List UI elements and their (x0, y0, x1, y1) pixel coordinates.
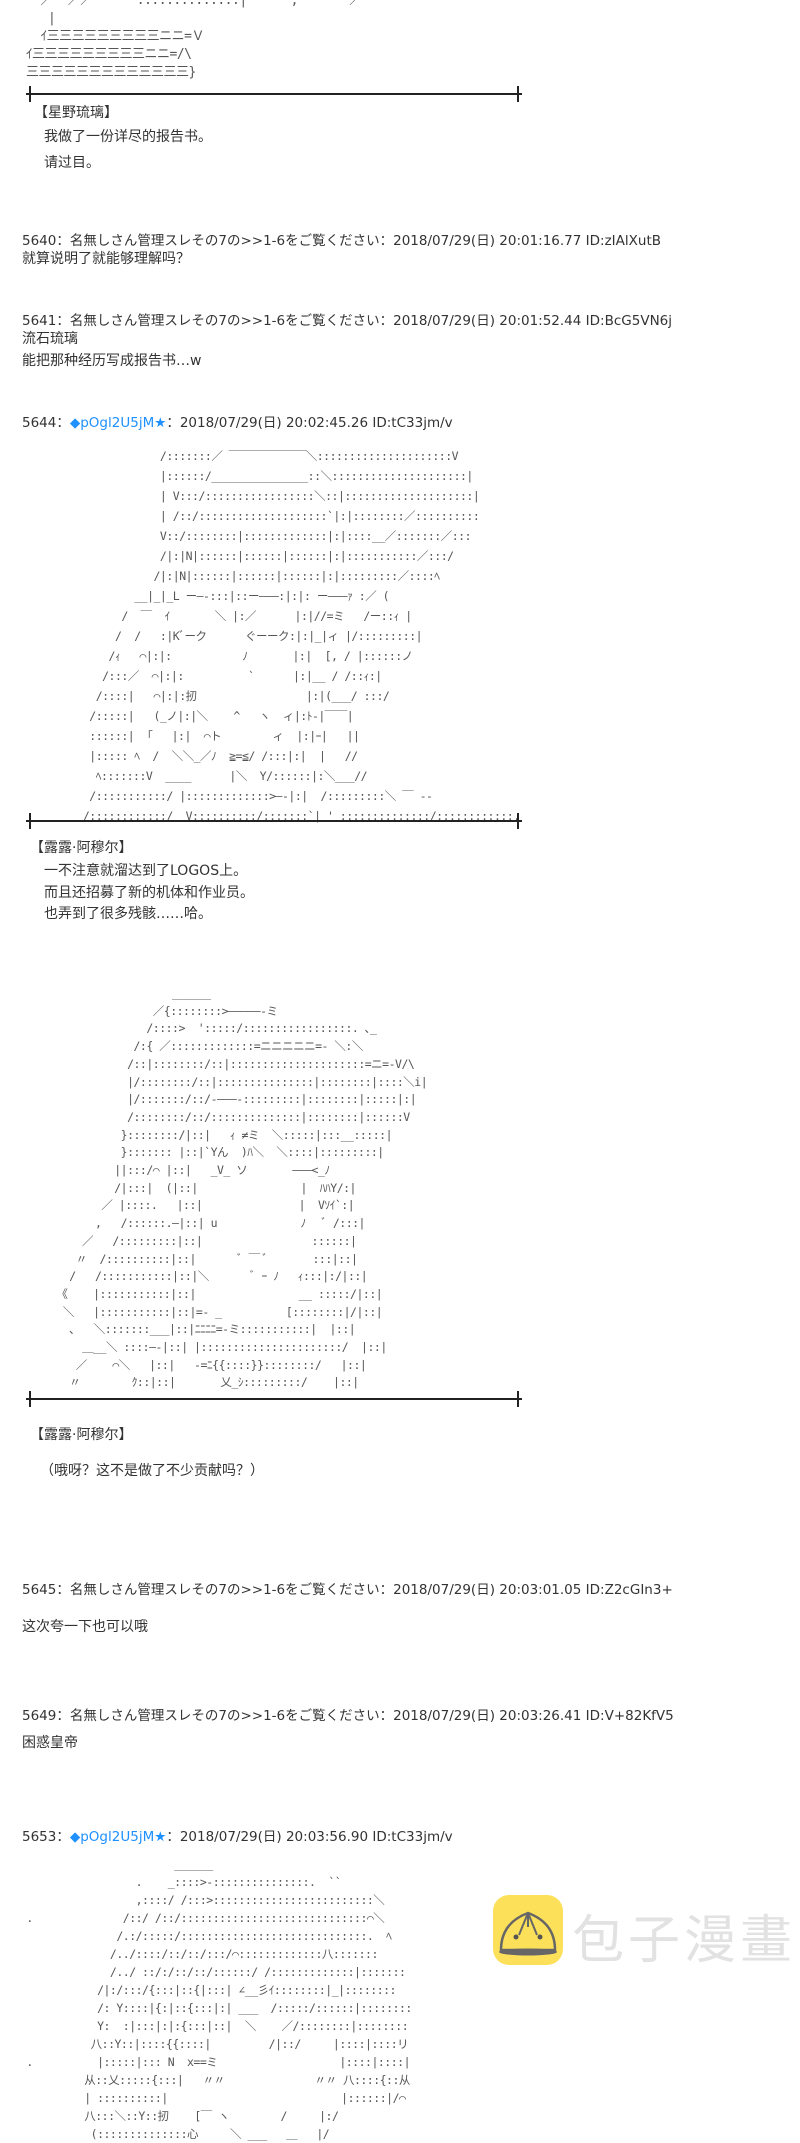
poster-id: ID:Z2cGIn3+ (585, 1582, 673, 1598)
post-header: 5641：名無しさん管理スレその7の>>1-6をご覧ください：2018/07/2… (22, 313, 673, 329)
post-number[interactable]: 5649 (22, 1708, 57, 1724)
post-date: 2018/07/29(日) 20:01:52.44 (393, 313, 582, 329)
dialogue-line: 一不注意就溜达到了LOGOS上。 (44, 863, 248, 879)
post-body: 困惑皇帝 (22, 1735, 78, 1751)
post-date: 2018/07/29(日) 20:02:45.26 (179, 415, 369, 431)
post-header: 5644：◆pOgl2U5jM★：2018/07/29(日) 20:02:45.… (22, 415, 453, 431)
post-date: 2018/07/29(日) 20:03:01.05 (393, 1582, 582, 1598)
poster-id: ID:tC33jm/v (372, 415, 453, 431)
post-date: 2018/07/29(日) 20:01:16.77 (393, 233, 582, 249)
ascii-art-top: ／ ／／ ..............| , ／ | ｲ三三三三三三三三三ニニ=… (26, 0, 362, 80)
post-body: 流石琉璃 (22, 331, 78, 347)
post-number[interactable]: 5644 (22, 415, 57, 431)
speaker-label: 【星野琉璃】 (34, 105, 118, 121)
ascii-art-ruri-2: ______ . _::::>-:::::::::::::::. `` ,:::… (26, 1857, 412, 2141)
post-date: 2018/07/29(日) 20:03:26.41 (393, 1708, 582, 1724)
post-body: 就算说明了就能够理解吗？ (22, 251, 190, 267)
divider (26, 1391, 522, 1407)
post-header: 5649：名無しさん管理スレその7の>>1-6をご覧ください：2018/07/2… (22, 1708, 674, 1724)
dialogue-line: 请过目。 (44, 155, 100, 171)
poster-trip: ◆pOgl2U5jM★ (69, 415, 167, 431)
post-body: 能把那种经历写成报告书…w (22, 353, 202, 369)
divider (26, 813, 522, 829)
poster-id: ID:tC33jm/v (372, 1829, 453, 1845)
post-header: 5640：名無しさん管理スレその7の>>1-6をご覧ください：2018/07/2… (22, 233, 662, 249)
post-header: 5645：名無しさん管理スレその7の>>1-6をご覧ください：2018/07/2… (22, 1582, 673, 1598)
dialogue-line: 我做了一份详尽的报告书。 (44, 129, 212, 145)
post-number[interactable]: 5640 (22, 233, 57, 249)
poster-id: ID:V+82KfV5 (585, 1708, 674, 1724)
post-header: 5653：◆pOgl2U5jM★：2018/07/29(日) 20:03:56.… (22, 1829, 453, 1845)
ascii-art-ruri: /:::::::／ ￣￣￣￣￣￣￣＼:::::::::::::::::::::V… (82, 449, 520, 823)
poster-name: 名無しさん管理スレその7の>>1-6をご覧ください (69, 313, 380, 329)
post-number[interactable]: 5645 (22, 1582, 57, 1598)
dialogue-line: （哦呀？这不是做了不少贡献吗？） (40, 1463, 264, 1479)
poster-trip: ◆pOgl2U5jM★ (69, 1829, 167, 1845)
speaker-label: 【露露·阿穆尔】 (30, 1427, 133, 1443)
steamed-bun-icon (493, 1895, 563, 1965)
poster-name: 名無しさん管理スレその7の>>1-6をご覧ください (69, 233, 380, 249)
ascii-art-lulu: ______ ／{::::::::>―――――‐ミ /::::> ':::::/… (56, 986, 428, 1390)
poster-name: 名無しさん管理スレその7の>>1-6をご覧ください (69, 1582, 380, 1598)
poster-name: 名無しさん管理スレその7の>>1-6をご覧ください (69, 1708, 380, 1724)
divider (26, 86, 522, 102)
dialogue-line: 也弄到了很多残骸……哈。 (44, 906, 212, 922)
poster-id: ID:BcG5VN6j (585, 313, 673, 329)
post-number[interactable]: 5653 (22, 1829, 57, 1845)
poster-id: ID:zIAlXutB (585, 233, 662, 249)
post-date: 2018/07/29(日) 20:03:56.90 (179, 1829, 369, 1845)
post-body: 这次夸一下也可以哦 (22, 1619, 148, 1635)
dialogue-line: 而且还招募了新的机体和作业员。 (44, 885, 254, 901)
speaker-label: 【露露·阿穆尔】 (30, 840, 133, 856)
watermark-brand: 包子漫畫 (572, 1911, 797, 1971)
post-number[interactable]: 5641 (22, 313, 57, 329)
